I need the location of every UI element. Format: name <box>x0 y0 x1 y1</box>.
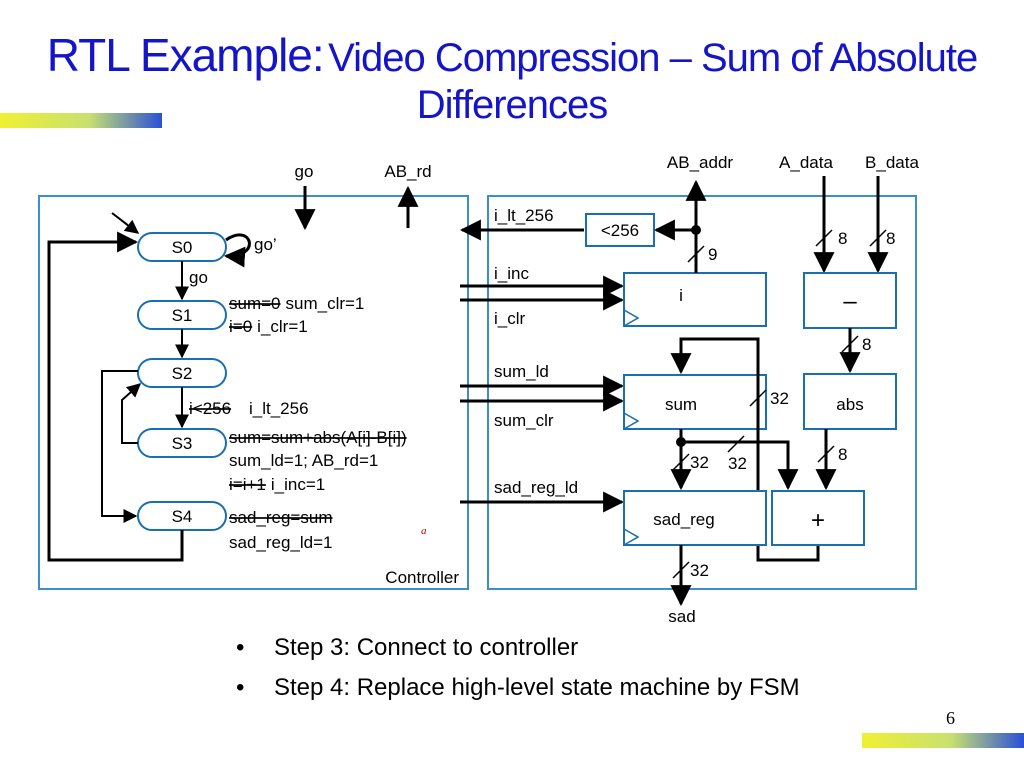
svg-text:sad_reg_ld=1: sad_reg_ld=1 <box>229 533 333 552</box>
s0-self-loop <box>223 233 251 268</box>
title-line2: Differences <box>416 83 609 128</box>
addr-width-label: 9 <box>708 245 717 264</box>
svg-text:sum: sum <box>665 395 697 414</box>
state-s1: S1 <box>137 300 227 330</box>
svg-text:i=i+1i_inc=1: i=i+1i_inc=1 <box>229 475 325 494</box>
addr-width-tick <box>687 245 705 263</box>
bullet-item: •Step 4: Replace high-level state machin… <box>236 674 800 701</box>
svg-text:S3: S3 <box>172 434 193 453</box>
s3-actions: sum=sum+abs(A[i]-B[i]) sum_ld=1; AB_rd=1… <box>229 428 407 494</box>
svg-text:+: + <box>811 507 825 534</box>
adder-box: + <box>771 490 865 546</box>
svg-text:S0: S0 <box>172 238 193 257</box>
slide-title: RTL Example: Video Compression – Sum of … <box>0 28 1024 129</box>
sad-reg-ld-signal-label: sad_reg_ld <box>494 478 578 497</box>
sum-to-adder <box>681 440 799 491</box>
controller-box <box>38 195 469 590</box>
b-data-label: B_data <box>865 153 919 172</box>
subtractor-box: – <box>803 272 897 329</box>
abs-width-tick <box>817 445 835 463</box>
svg-text:S2: S2 <box>172 364 193 383</box>
title-part2: Video Compression – Sum of Absolute <box>328 36 978 80</box>
svg-text:–: – <box>843 288 857 315</box>
svg-text:S1: S1 <box>172 306 193 325</box>
s3-to-s2-loop <box>121 383 142 444</box>
sum-to-sad-width-label: 32 <box>690 453 709 472</box>
i-lt-label: i_lt_256 <box>249 399 309 418</box>
svg-text:i: i <box>679 286 683 305</box>
controller-label: Controller <box>385 568 459 587</box>
accent-bar-right <box>862 733 1024 748</box>
a-width-tick <box>815 229 833 247</box>
title-part1: RTL Example: <box>46 29 325 81</box>
svg-text:S4: S4 <box>172 507 193 526</box>
i-lt-strike-label: i<256 <box>189 399 231 418</box>
bullet-item: •Step 3: Connect to controller <box>236 634 579 661</box>
sub-width-tick <box>841 335 859 353</box>
register-sum: sum <box>623 374 767 430</box>
abs-width-label: 8 <box>838 445 847 464</box>
accent-bar-left <box>0 113 162 128</box>
svg-text:sum_ld=1; AB_rd=1: sum_ld=1; AB_rd=1 <box>229 451 378 470</box>
register-i: i <box>623 272 767 327</box>
sub-width-label: 8 <box>862 335 871 354</box>
sum-ld-signal-label: sum_ld <box>494 362 549 381</box>
state-s4: S4 <box>137 501 227 531</box>
svg-text:<256: <256 <box>601 221 639 240</box>
go-input-label: go <box>295 162 314 181</box>
adder-width-tick <box>749 389 767 407</box>
sad-width-tick <box>672 561 690 579</box>
svg-text:abs: abs <box>836 395 863 414</box>
sad-output-label: sad <box>668 607 695 626</box>
ab-rd-label: AB_rd <box>384 162 431 181</box>
a-width-label: 8 <box>838 229 847 248</box>
sum-out-width-label: 32 <box>728 454 747 473</box>
b-width-tick <box>869 229 887 247</box>
i-lt-256-signal-label: i_lt_256 <box>494 206 554 225</box>
register-sad: sad_reg <box>623 490 767 546</box>
svg-text:sad_reg=sum: sad_reg=sum <box>229 508 332 527</box>
sum-out-width-tick <box>727 435 745 453</box>
i-inc-signal-label: i_inc <box>494 264 529 283</box>
s4-actions: sad_reg=sum sad_reg_ld=1 <box>229 508 333 552</box>
s2-to-s4-arrow <box>101 370 138 523</box>
annotation-mark: a <box>421 525 427 537</box>
adder-to-sum-feedback <box>670 337 820 562</box>
a-data-label: A_data <box>779 153 833 172</box>
page-number: 6 <box>946 708 955 728</box>
comparator-box: <256 <box>585 213 655 247</box>
b-width-label: 8 <box>886 229 895 248</box>
sad-width-label: 32 <box>690 561 709 580</box>
ab-addr-label: AB_addr <box>667 153 733 172</box>
state-s0: S0 <box>137 232 227 262</box>
bullet-list: •Step 3: Connect to controller •Step 4: … <box>236 632 800 712</box>
go-transition-label: go <box>189 268 208 287</box>
s4-to-s0-arrow <box>47 231 184 562</box>
svg-text:i=0i_clr=1: i=0i_clr=1 <box>229 317 308 336</box>
i-clr-signal-label: i_clr <box>494 309 526 328</box>
svg-text:sad_reg: sad_reg <box>653 510 714 529</box>
svg-text:sum=sum+abs(A[i]-B[i]): sum=sum+abs(A[i]-B[i]) <box>229 428 407 447</box>
initial-state-arrow <box>111 212 140 234</box>
state-s3: S3 <box>137 428 227 458</box>
abs-box: abs <box>803 373 897 430</box>
go-not-label: go’ <box>254 235 277 254</box>
state-s2: S2 <box>137 358 227 388</box>
adder-width-label: 32 <box>770 389 789 408</box>
sum-width-tick <box>672 453 690 471</box>
sum-clr-signal-label: sum_clr <box>494 411 554 430</box>
